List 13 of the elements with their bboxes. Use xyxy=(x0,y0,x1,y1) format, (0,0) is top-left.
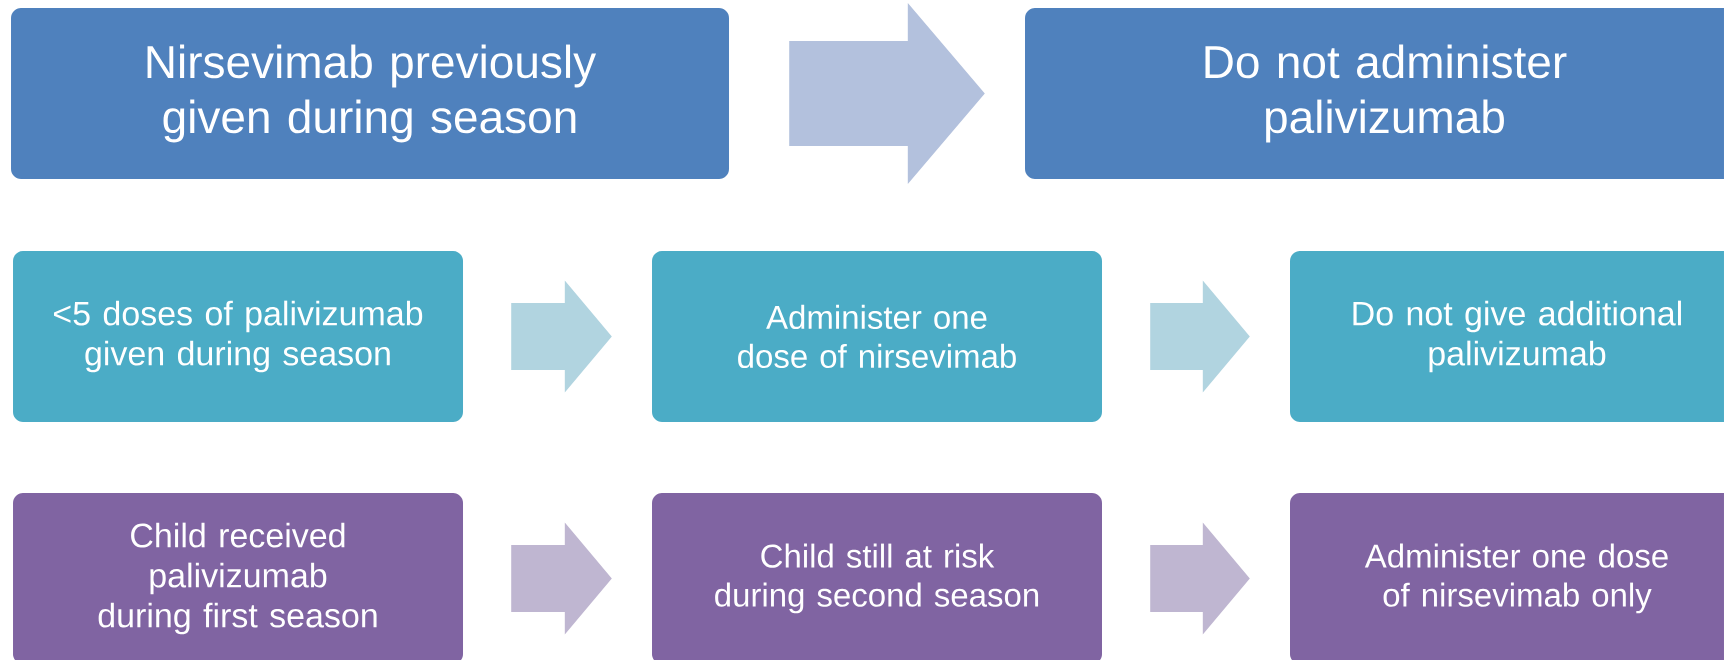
process-box: Administer one dose of nirsevimab only xyxy=(1290,493,1724,660)
process-box: Nirsevimab previously given during season xyxy=(11,8,729,179)
process-box: Do not administer palivizumab xyxy=(1025,8,1724,179)
process-box: Administer one dose of nirsevimab xyxy=(652,251,1102,422)
block-arrow xyxy=(511,280,612,393)
process-box: Child received palivizumab during first season xyxy=(13,493,463,660)
block-arrow xyxy=(789,3,985,184)
process-box: Do not give additional palivizumab xyxy=(1290,251,1724,422)
block-arrow xyxy=(1150,280,1250,393)
block-arrow xyxy=(511,522,612,635)
process-box: <5 doses of palivizumab given during season xyxy=(13,251,463,422)
process-box: Child still at risk during second season xyxy=(652,493,1102,660)
block-arrow xyxy=(1150,522,1250,635)
